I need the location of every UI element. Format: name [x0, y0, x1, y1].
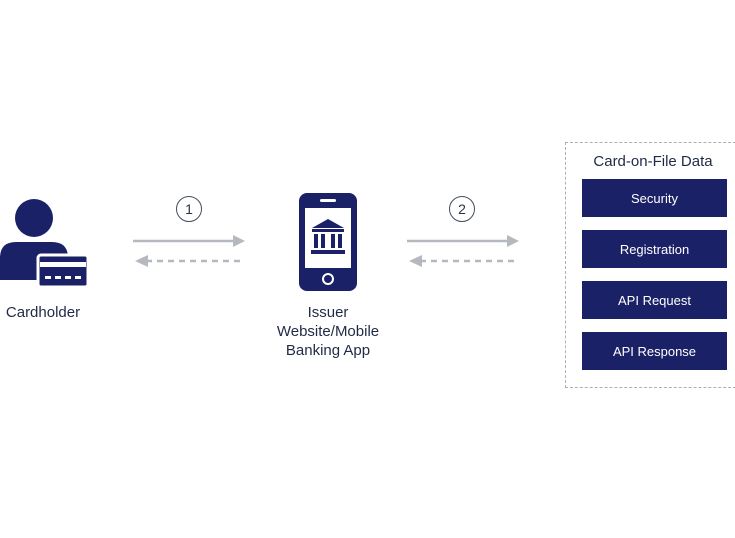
cardholder-icon	[0, 199, 90, 289]
step-2-arrows	[407, 235, 519, 267]
cof-item-registration: Registration	[582, 230, 727, 268]
cof-item-api-response: API Response	[582, 332, 727, 370]
phone-bank-icon	[299, 193, 357, 291]
card-on-file-panel	[565, 142, 735, 388]
cof-item-security: Security	[582, 179, 727, 217]
issuer-label: Issuer Website/Mobile Banking App	[276, 304, 380, 359]
step-1-arrows	[133, 235, 245, 267]
cardholder-label: Cardholder	[5, 304, 81, 321]
step-2-badge: 2	[449, 196, 475, 222]
card-on-file-title: Card-on-File Data	[593, 153, 713, 170]
cof-item-api-request: API Request	[582, 281, 727, 319]
step-1-badge: 1	[176, 196, 202, 222]
